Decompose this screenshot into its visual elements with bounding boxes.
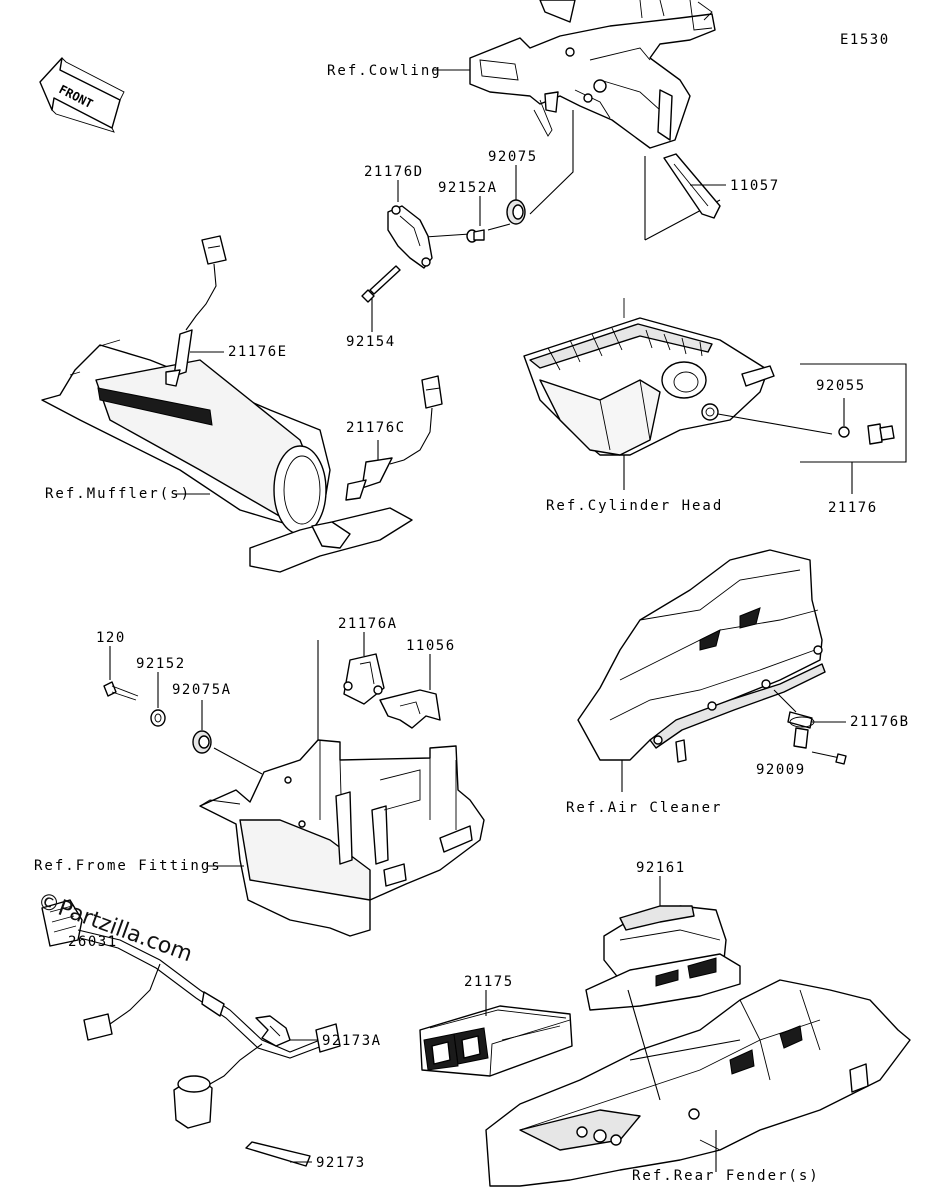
cowling-bracket <box>469 0 716 149</box>
ref-cylinder-head: Ref.Cylinder Head <box>546 498 723 514</box>
ref-mufflers: Ref.Muffler(s) <box>45 486 191 502</box>
label-120: 120 <box>96 630 126 646</box>
part-92055 <box>838 426 850 438</box>
label-92075: 92075 <box>488 149 538 165</box>
part-92009 <box>811 751 847 765</box>
label-21176: 21176 <box>828 500 878 516</box>
cylinder-head <box>523 298 775 456</box>
part-120 <box>103 681 139 701</box>
part-21176A <box>343 653 385 705</box>
label-92161: 92161 <box>636 860 686 876</box>
label-21176D: 21176D <box>364 164 424 180</box>
label-92009: 92009 <box>756 762 806 778</box>
part-92075 <box>506 199 526 225</box>
part-92152 <box>150 709 166 727</box>
label-21176E: 21176E <box>228 344 288 360</box>
rear-fender <box>485 979 911 1187</box>
part-11057 <box>663 153 721 219</box>
label-11056: 11056 <box>406 638 456 654</box>
diagram-code: E1530 <box>840 32 890 48</box>
part-26031 <box>41 899 341 1129</box>
label-92152: 92152 <box>136 656 186 672</box>
ref-frame-fittings: Ref.Frome Fittings <box>34 858 222 874</box>
label-92075A: 92075A <box>172 682 232 698</box>
label-11057: 11057 <box>730 178 780 194</box>
muffler-assembly <box>41 339 413 573</box>
part-92075A <box>192 730 212 754</box>
label-92173A: 92173A <box>322 1033 382 1049</box>
part-11056 <box>379 689 441 729</box>
part-21176D <box>387 205 433 269</box>
air-cleaner <box>577 549 826 763</box>
part-92161 <box>585 905 741 1011</box>
ref-rear-fender: Ref.Rear Fender(s) <box>632 1168 820 1184</box>
label-92152A: 92152A <box>438 180 498 196</box>
part-92154 <box>361 265 401 303</box>
part-21176E <box>165 235 227 387</box>
label-21175: 21175 <box>464 974 514 990</box>
part-21176C <box>345 375 443 501</box>
ref-cowling: Ref.Cowling <box>327 63 442 79</box>
label-21176C: 21176C <box>346 420 406 436</box>
label-92055: 92055 <box>816 378 866 394</box>
label-21176A: 21176A <box>338 616 398 632</box>
label-92154: 92154 <box>346 334 396 350</box>
label-92173: 92173 <box>316 1155 366 1171</box>
label-21176B: 21176B <box>850 714 910 730</box>
frame-fittings-tray <box>199 739 485 937</box>
part-21176 <box>867 423 895 445</box>
part-92152A <box>466 229 485 243</box>
part-92173 <box>245 1141 311 1167</box>
part-21176B <box>787 711 815 749</box>
label-26031: 26031 <box>68 934 118 950</box>
part-92173A <box>255 1015 291 1047</box>
ref-air-cleaner: Ref.Air Cleaner <box>566 800 722 816</box>
part-21175 <box>419 1005 573 1077</box>
front-arrow-icon: FRONT <box>39 57 125 133</box>
